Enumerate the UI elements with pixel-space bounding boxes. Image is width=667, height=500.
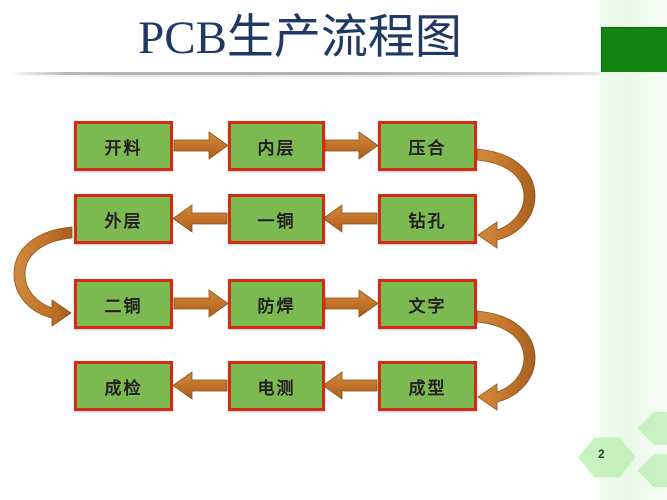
flow-node-waiceng[interactable]: 外层 bbox=[74, 194, 173, 244]
flow-node-chengjian[interactable]: 成检 bbox=[74, 361, 173, 411]
flow-node-yitong[interactable]: 一铜 bbox=[228, 194, 325, 244]
flow-node-label: 开料 bbox=[104, 138, 143, 158]
title-divider-shadow bbox=[8, 75, 600, 77]
flow-node-label: 外层 bbox=[104, 211, 143, 231]
flow-node-label: 文字 bbox=[408, 296, 447, 316]
flow-node-wenzi[interactable]: 文字 bbox=[378, 279, 477, 329]
connector-waiceng-to-ertong bbox=[13, 226, 73, 327]
flow-node-ertong[interactable]: 二铜 bbox=[74, 279, 173, 329]
hexagon-decoration-group bbox=[578, 411, 667, 488]
connector-yahe-to-zuankong bbox=[476, 148, 536, 249]
flow-node-kailiao[interactable]: 开料 bbox=[74, 121, 173, 171]
flow-node-label: 成检 bbox=[104, 378, 143, 398]
arrow-fanghan-to-wenzi bbox=[324, 289, 379, 318]
flow-node-label: 二铜 bbox=[104, 296, 143, 316]
arrow-chengxing-to-diance bbox=[322, 371, 378, 400]
arrow-yitong-to-waiceng bbox=[172, 204, 228, 233]
flow-node-label: 压合 bbox=[408, 138, 447, 158]
flow-node-chengxing[interactable]: 成型 bbox=[378, 361, 477, 411]
flow-node-yahe[interactable]: 压合 bbox=[378, 121, 477, 171]
flow-node-label: 防焊 bbox=[257, 296, 296, 316]
arrow-kailiao-to-neiceng bbox=[173, 131, 229, 160]
flow-node-neiceng[interactable]: 内层 bbox=[228, 121, 325, 171]
flow-node-label: 一铜 bbox=[257, 211, 296, 231]
page-title: PCB生产流程图 bbox=[138, 12, 462, 64]
flow-node-label: 成型 bbox=[408, 378, 447, 398]
hexagon-bottom-right-icon bbox=[637, 454, 667, 488]
flow-node-label: 内层 bbox=[257, 138, 296, 158]
flow-node-label: 电测 bbox=[257, 378, 296, 398]
accent-block bbox=[601, 27, 667, 72]
arrow-ertong-to-fanghan bbox=[173, 289, 229, 318]
page-number: 2 bbox=[598, 447, 605, 461]
title-divider bbox=[8, 72, 600, 75]
connector-wenzi-to-chengxing bbox=[476, 310, 536, 411]
hexagon-top-right-icon bbox=[637, 411, 667, 445]
hexagon-left-icon bbox=[578, 437, 636, 478]
flow-node-diance[interactable]: 电测 bbox=[228, 361, 325, 411]
flow-node-label: 钻孔 bbox=[408, 211, 447, 231]
arrow-diance-to-chengjian bbox=[172, 371, 228, 400]
arrow-zuankong-to-yitong bbox=[322, 204, 378, 233]
flow-node-fanghan[interactable]: 防焊 bbox=[228, 279, 325, 329]
arrow-neiceng-to-yahe bbox=[324, 131, 379, 160]
flow-node-zuankong[interactable]: 钻孔 bbox=[378, 194, 477, 244]
